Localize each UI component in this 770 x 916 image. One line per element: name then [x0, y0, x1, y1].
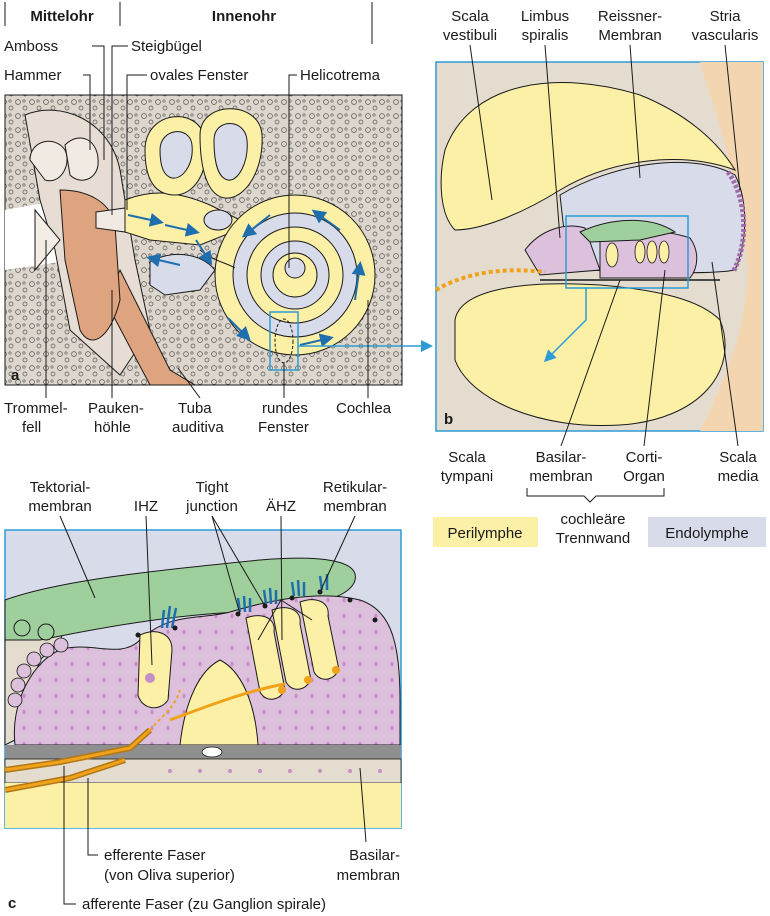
border-cell	[27, 652, 41, 666]
label-rundes-1: rundes	[262, 400, 308, 417]
label-aehz: ÄHZ	[266, 498, 296, 515]
border-cell	[40, 643, 54, 657]
panel-c-letter: c	[8, 895, 16, 912]
cover-cell	[348, 769, 352, 773]
hair-cell	[606, 243, 618, 267]
label-corti-2: Organ	[623, 468, 665, 485]
tectorial-lobe	[38, 624, 54, 640]
label-scala-vestibuli-2: vestibuli	[443, 27, 497, 44]
hair-cell	[659, 241, 669, 263]
label-tuba-2: auditiva	[172, 419, 224, 436]
hair-cell	[647, 241, 657, 263]
label-retikular-2: membran	[323, 498, 386, 515]
hair-cell	[635, 241, 645, 263]
label-cochlea: Cochlea	[336, 400, 392, 417]
label-stria-2: vascularis	[692, 27, 759, 44]
panel-b: b Scala vestibuli Limbus spiralis Reissn…	[436, 8, 763, 502]
tight-junction	[136, 633, 141, 638]
label-reissner-2: Membran	[598, 27, 661, 44]
label-tuba-1: Tuba	[178, 400, 212, 417]
label-hammer: Hammer	[4, 67, 62, 84]
spiral-vessel	[202, 747, 222, 757]
label-tektorial-2: membran	[28, 498, 91, 515]
label-efferent-2: (von Oliva superior)	[104, 867, 235, 884]
panel-a-letter: a	[11, 367, 20, 384]
panel-b-letter: b	[444, 411, 453, 428]
tight-junction	[173, 626, 178, 631]
border-cell	[11, 678, 25, 692]
label-trommelfell-2: fell	[22, 419, 41, 436]
legend-trennwand-2: Trennwand	[556, 530, 631, 547]
label-trommelfell-1: Trommel-	[4, 400, 68, 417]
tight-junction	[348, 598, 353, 603]
label-scala-vestibuli-1: Scala	[451, 8, 489, 25]
label-basilar-c-2: membran	[337, 867, 400, 884]
stereocilium	[244, 596, 245, 612]
label-tight-2: junction	[185, 498, 238, 515]
stapes	[96, 208, 125, 232]
label-reissner-1: Reissner-	[598, 8, 662, 25]
label-ovales-fenster: ovales Fenster	[150, 67, 248, 84]
cover-cell	[228, 769, 232, 773]
stereocilium	[270, 588, 271, 604]
header-inner-ear: Innenohr	[212, 8, 276, 25]
label-tight-1: Tight	[196, 479, 230, 496]
label-scala-tympani-1: Scala	[448, 449, 486, 466]
cover-cell	[168, 769, 172, 773]
legend-perilymph: Perilymphe	[447, 525, 522, 542]
label-afferent: afferente Faser (zu Ganglion spirale)	[82, 896, 326, 913]
utricle	[204, 210, 232, 230]
amboss-body	[65, 138, 98, 180]
header-middle-ear: Mittelohr	[30, 8, 93, 25]
ohc-synapse	[278, 686, 286, 694]
label-scala-media-2: media	[718, 468, 760, 485]
legend: Perilymphe cochleäre Trennwand Endolymph…	[433, 511, 766, 547]
label-corti-1: Corti-	[626, 449, 663, 466]
label-scala-media-1: Scala	[719, 449, 757, 466]
label-rundes-2: Fenster	[258, 419, 309, 436]
label-amboss: Amboss	[4, 38, 58, 55]
label-tektorial-1: Tektorial-	[30, 479, 91, 496]
tight-junction	[373, 618, 378, 623]
label-basilar-b-1: Basilar-	[536, 449, 587, 466]
border-cell	[54, 638, 68, 652]
tectorial-lobe	[14, 620, 30, 636]
tight-junction	[290, 596, 295, 601]
cover-cell	[318, 769, 322, 773]
label-basilar-c-1: Basilar-	[349, 847, 400, 864]
trennwand-bracket	[527, 488, 664, 502]
label-paukenhoehle-2: höhle	[94, 419, 131, 436]
ihc-nucleus	[145, 673, 155, 683]
label-stria-1: Stria	[710, 8, 742, 25]
ohc-synapse	[332, 666, 340, 674]
border-cell	[8, 693, 22, 707]
panel-c: c Tektorial- membran IHZ Tight junction …	[5, 479, 401, 913]
label-limbus-1: Limbus	[521, 8, 569, 25]
label-basilar-b-2: membran	[529, 468, 592, 485]
cover-cell	[198, 769, 202, 773]
stereocilium	[298, 580, 299, 596]
border-cell	[17, 664, 31, 678]
label-scala-tympani-2: tympani	[441, 468, 494, 485]
cover-cell	[378, 769, 382, 773]
legend-endolymph: Endolymphe	[665, 525, 748, 542]
legend-trennwand-1: cochleäre	[560, 511, 625, 528]
label-retikular-1: Retikular-	[323, 479, 387, 496]
inner-hair-cell	[138, 632, 172, 708]
label-limbus-2: spiralis	[522, 27, 569, 44]
cover-cell	[288, 769, 292, 773]
label-helicotrema: Helicotrema	[300, 67, 381, 84]
label-efferent-1: efferente Faser	[104, 847, 205, 864]
ohc-synapse	[304, 676, 312, 684]
label-ihz: IHZ	[134, 498, 158, 515]
label-steigbuegel: Steigbügel	[131, 38, 202, 55]
panel-a: a Amboss Hammer Steigbügel ovales Fenste…	[4, 38, 430, 436]
cover-cell	[258, 769, 262, 773]
helicotrema-region	[285, 258, 305, 278]
label-paukenhoehle-1: Pauken-	[88, 400, 144, 417]
